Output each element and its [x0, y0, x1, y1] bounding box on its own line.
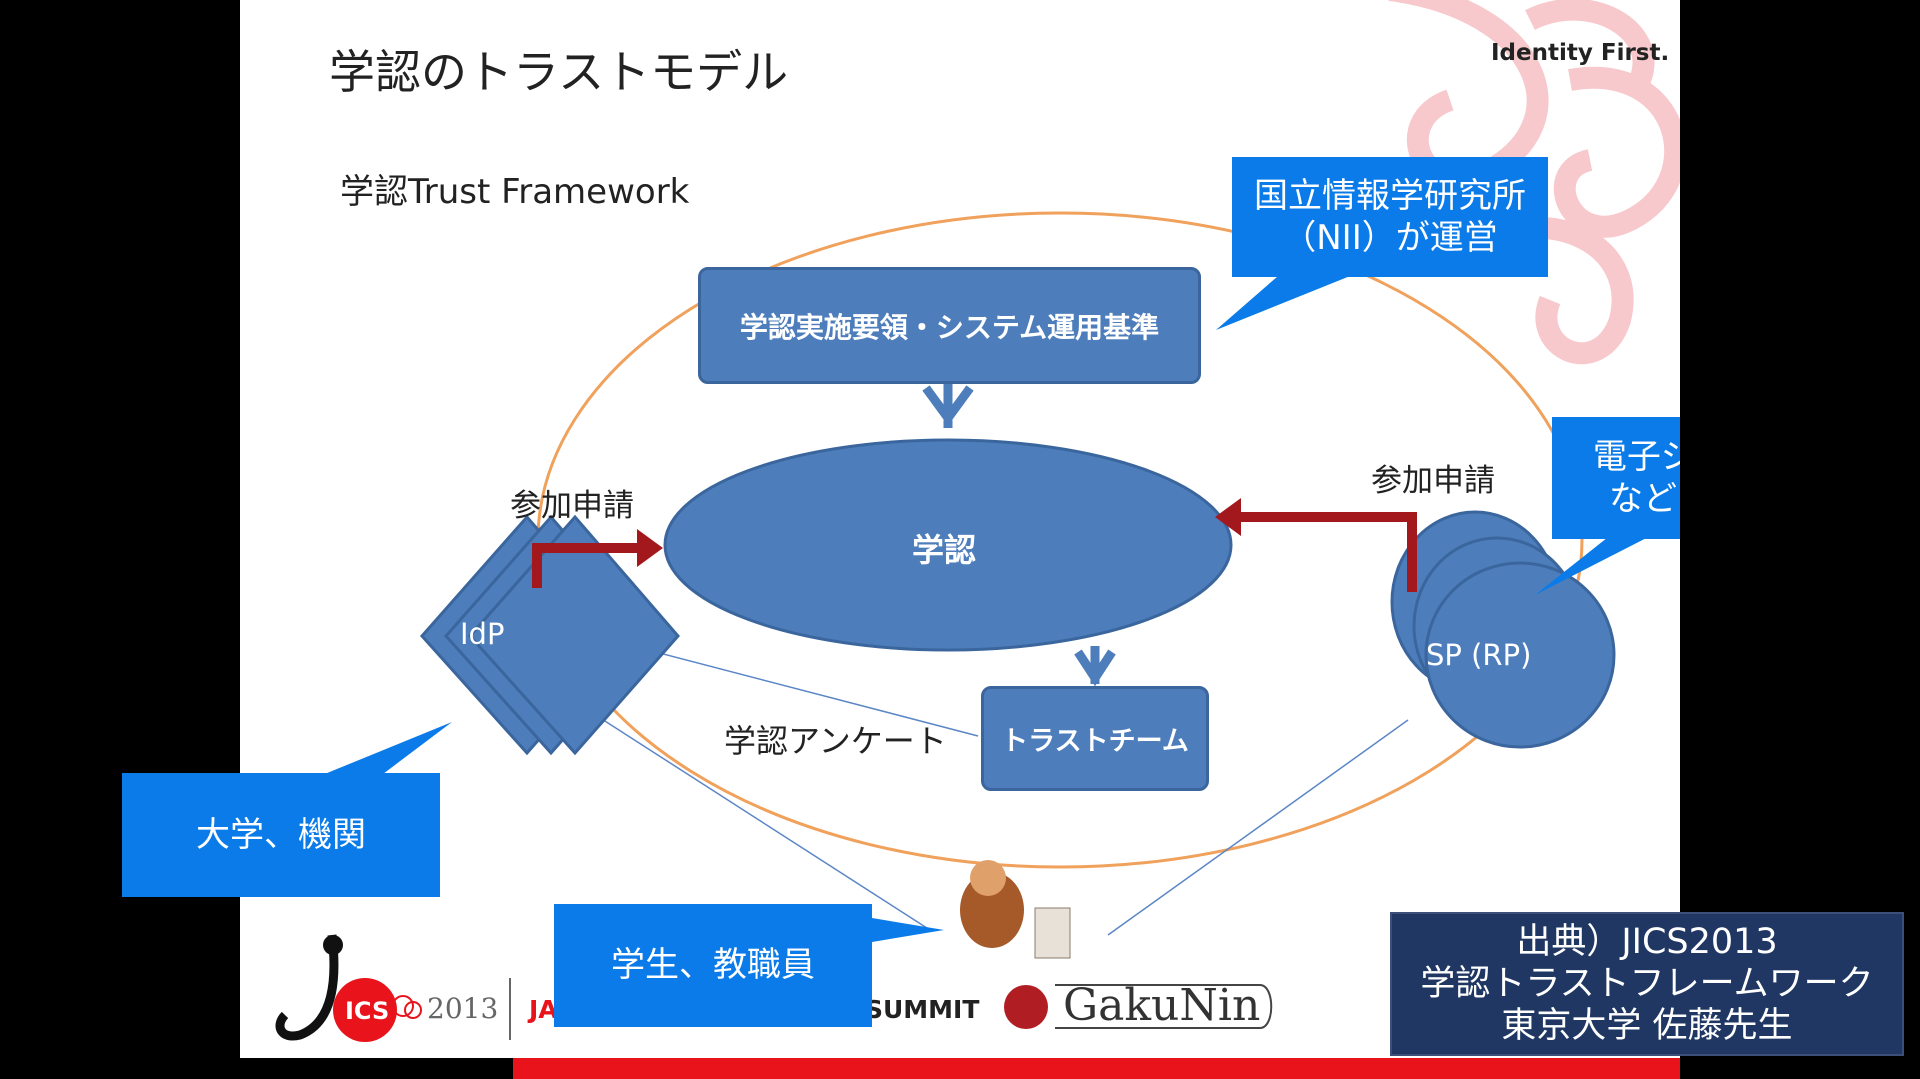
apply-left-label: 参加申請	[510, 488, 634, 524]
trust-team-box: トラストチーム	[981, 686, 1209, 791]
arrowhead-right-apply	[1215, 498, 1241, 536]
ja-text: JA	[529, 995, 558, 1024]
source-box: 出典）JICS2013 学認トラストフレームワーク 東京大学 佐藤先生	[1390, 912, 1904, 1056]
gakunin-logo-frame	[1055, 984, 1273, 1029]
nii-callout-line1: 国立情報学研究所	[1254, 175, 1526, 216]
page-title: 学認のトラストモデル	[329, 45, 789, 99]
slide: 学認のトラストモデル Identity First. 学認Trust Frame…	[240, 0, 1680, 1058]
idp-label: IdP	[460, 617, 505, 651]
source-line1: 出典）JICS2013	[1516, 922, 1778, 962]
idp-stack	[419, 514, 680, 756]
callout-tails	[310, 270, 1662, 945]
bottom-red-bar	[513, 1058, 1680, 1079]
apps-callout-line1: 電子ジャーナル	[1592, 436, 1680, 477]
nii-callout-line2: （NII）が運営	[1282, 218, 1498, 258]
gakunin-seal-icon	[1004, 985, 1048, 1029]
universities-callout: 大学、機関	[122, 773, 440, 897]
sp-stack	[1390, 510, 1616, 749]
center-label: 学認	[912, 531, 977, 569]
apply-right-label: 参加申請	[1371, 463, 1495, 499]
application-arrows	[532, 512, 1417, 592]
brand-tagline: Identity First.	[1491, 40, 1670, 66]
source-line2: 学認トラストフレームワーク	[1420, 964, 1874, 1004]
students-callout: 学生、教職員	[554, 904, 872, 1027]
arrowhead-left-apply	[637, 529, 663, 567]
jics-logo-icon	[275, 934, 422, 1042]
down-arrows	[922, 382, 1116, 687]
guidelines-box: 学認実施要領・システム運用基準	[698, 267, 1201, 384]
jics-badge-text: ICS	[345, 997, 390, 1025]
nii-callout: 国立情報学研究所 （NII）が運営	[1232, 157, 1548, 277]
user-person-icon	[960, 860, 1071, 959]
gakunin-logo-text: GakuNin	[1063, 980, 1261, 1031]
framework-label: 学認Trust Framework	[340, 172, 690, 212]
jics-year: 2013	[427, 992, 499, 1025]
survey-label: 学認アンケート	[724, 722, 947, 760]
summit-text: SUMMIT	[865, 995, 980, 1024]
source-line3: 東京大学 佐藤先生	[1501, 1006, 1793, 1046]
apps-callout: 電子ジャーナル などのアプリ	[1552, 417, 1680, 539]
sp-label: SP (RP)	[1426, 638, 1532, 672]
gakunin-center-ellipse	[663, 438, 1233, 652]
diagram-canvas	[275, 0, 1680, 1042]
apps-callout-line2: などのアプリ	[1609, 479, 1680, 519]
